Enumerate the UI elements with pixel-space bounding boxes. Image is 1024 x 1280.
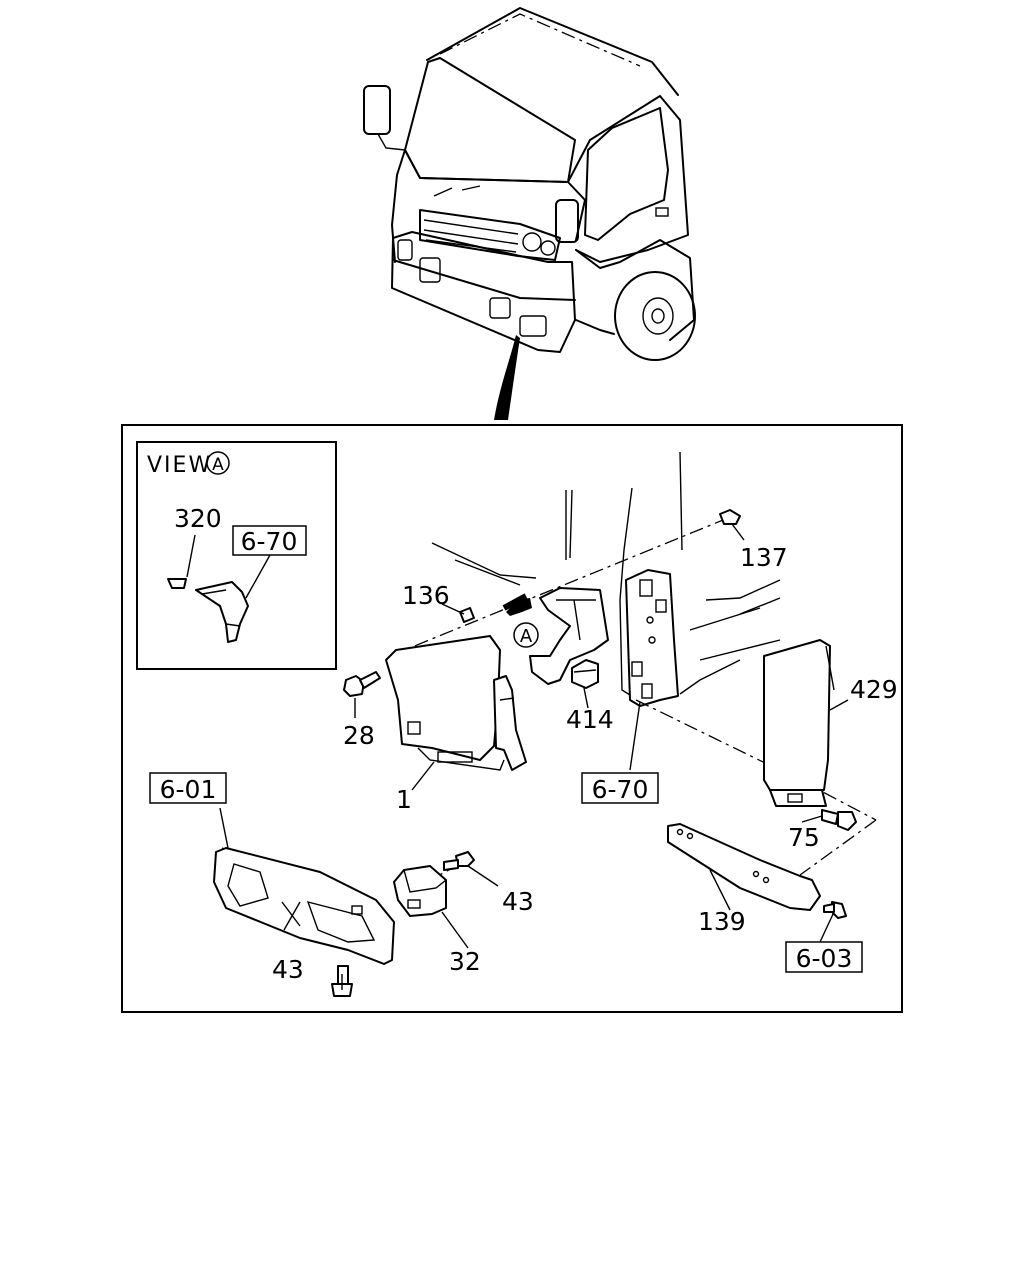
arrow-marker-circle [513, 622, 539, 648]
part-137-clip [719, 509, 741, 525]
part-43-bolt-upper [443, 851, 475, 871]
view-pointer-arrow [494, 335, 520, 420]
view-marker: A [212, 455, 224, 475]
callout-139: 139 [698, 907, 746, 936]
part-43-bolt-lower [331, 965, 353, 997]
ref-box-6-70-main: 6-70 [592, 775, 649, 804]
part-28-bolt [343, 671, 381, 697]
callout-136: 136 [402, 581, 450, 610]
callout-137: 137 [740, 543, 788, 572]
callout-75: 75 [788, 823, 820, 852]
ref-box-6-03: 6-03 [796, 944, 853, 973]
part-32-fog-lamp [393, 865, 447, 917]
callout-43-upper: 43 [502, 887, 534, 916]
callout-28: 28 [343, 721, 375, 750]
part-414-connector [571, 659, 599, 689]
view-title: VIEW [147, 453, 212, 478]
part-136-pad [459, 607, 475, 623]
callout-429: 429 [850, 675, 898, 704]
part-139-bracket [667, 823, 821, 911]
truck-overview-illustration [363, 7, 696, 420]
part-429-corner-lamp [763, 639, 835, 807]
callout-43-lower: 43 [272, 955, 304, 984]
callout-32: 32 [449, 947, 481, 976]
ref-box-6-70-view: 6-70 [241, 527, 298, 556]
part-75-bolt [821, 809, 857, 831]
callout-414: 414 [566, 705, 614, 734]
callout-1: 1 [396, 785, 412, 814]
part-6-01-bumper-segment [213, 847, 395, 965]
bracket-320-part [167, 578, 187, 589]
arrow-marker: A [520, 626, 533, 647]
cab-side-structure [431, 451, 781, 707]
view-marker-circle [206, 451, 230, 475]
assembly-arrow [502, 593, 532, 616]
detail-frame [121, 424, 903, 1013]
part-1-corner-panel [385, 635, 527, 771]
callout-320: 320 [174, 504, 222, 533]
part-6-03-screw [823, 901, 847, 919]
callout-leaders [219, 523, 849, 990]
ref-box-6-01: 6-01 [160, 775, 217, 804]
view-a-inset: VIEW A 320 6-70 [136, 441, 337, 670]
